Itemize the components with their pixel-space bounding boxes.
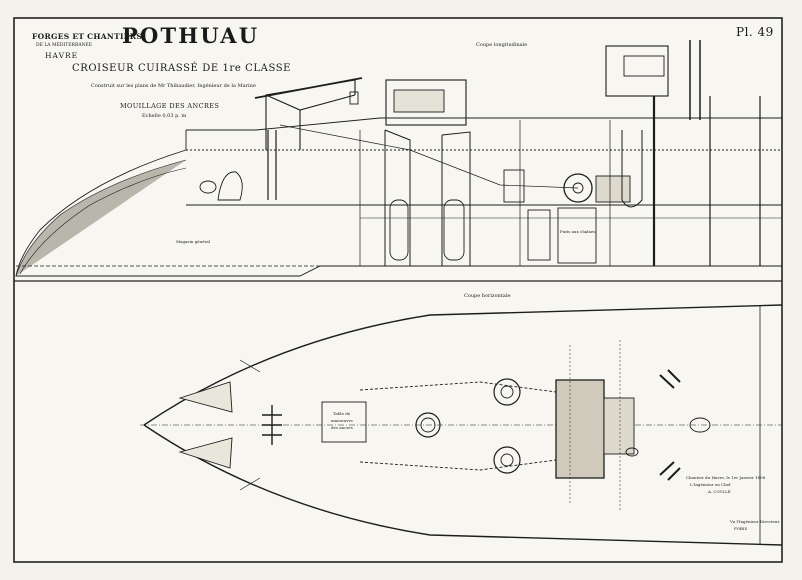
manhole-1 [689, 417, 711, 433]
section-title: MOUILLAGE DES ANCRES [120, 102, 220, 110]
chain-lead-stbd [359, 459, 557, 471]
builder-city: HAVRE [45, 51, 79, 60]
stamp-line-5: FOBIS [734, 526, 748, 531]
ship-title: POTHUAU [122, 23, 260, 48]
chain-lead-port [359, 381, 557, 393]
forward-trunk-1 [384, 129, 411, 266]
bow-plating [15, 159, 187, 277]
chain-locker-2 [443, 199, 465, 261]
table-label-3: des ancres [331, 425, 353, 430]
stopper-stbd [659, 461, 681, 481]
ventilator [621, 130, 643, 208]
windlass-plan [555, 379, 605, 479]
longitudinal-label: Coupe longitudinale [476, 42, 528, 48]
chain-locker-1 [389, 199, 409, 261]
bitt-cross [262, 405, 282, 445]
puits-label: Puits aux chaînes [560, 229, 596, 234]
table-label-1: Table de [333, 411, 351, 416]
table-of-anchors [321, 401, 367, 443]
chain-run [279, 124, 579, 189]
horizontal-label: Coupe horizontale [464, 293, 511, 299]
aft-superstructure [605, 45, 669, 97]
crane-hook-block [349, 91, 359, 105]
port-capstan [493, 378, 521, 406]
crane-post [267, 130, 277, 200]
funnel-pipe [689, 40, 701, 120]
scale-note: Echelle 0,03 p. m [142, 113, 187, 119]
windlass-engine [595, 175, 631, 203]
capstan-wheel [563, 173, 593, 203]
bow-hull-outline [15, 130, 782, 277]
tower-hatch [393, 89, 445, 113]
forward-trunk-2 [441, 131, 471, 266]
horizontal-section [140, 304, 783, 546]
forward-tower [385, 79, 467, 126]
hawse-lip [217, 171, 243, 201]
cabinet-2 [557, 207, 597, 264]
stamp-line-4: Vu l'Ingénieur Directeur [730, 519, 780, 524]
frame-line-fwd [239, 359, 261, 491]
aft-window [623, 55, 665, 77]
builder-name: FORGES ET CHANTIERS [32, 32, 143, 41]
magasin-label: Magasin général [176, 239, 211, 244]
hawse-pipe [199, 180, 217, 194]
builder-subname: DE LA MÉDITERRANÉE [36, 43, 93, 48]
deck-plan-outline [143, 304, 783, 546]
longitudinal-section [15, 40, 782, 277]
windlass-gear [603, 397, 635, 455]
bow-plating-inner [19, 167, 187, 275]
upper-deck [186, 117, 782, 131]
ship-subtitle: CROISEUR CUIRASSÉ DE 1re CLASSE [72, 63, 292, 74]
stamp-line-3: A. COYLLE [708, 489, 731, 494]
table-label-2: manœuvre [331, 418, 353, 423]
manhole-2 [625, 447, 639, 457]
plate-number: Pl. 49 [736, 25, 774, 39]
deck-scuttle [415, 412, 441, 438]
hatch-fwd-2 [178, 437, 233, 469]
stamp-line-2: L'Ingénieur en Chef [690, 482, 731, 487]
stamp-line-1: Chantier du Havre, le 1er Janvier 1898 [686, 475, 766, 480]
cabinet-1 [527, 209, 551, 261]
stopper-port [659, 369, 681, 389]
deck-scuttle-inner [420, 417, 436, 433]
crane-jib [254, 77, 363, 99]
design-caption: Construit sur les plans de Mr Thibaudier… [91, 83, 256, 89]
hatch-fwd [178, 381, 233, 413]
starboard-capstan [493, 446, 521, 474]
